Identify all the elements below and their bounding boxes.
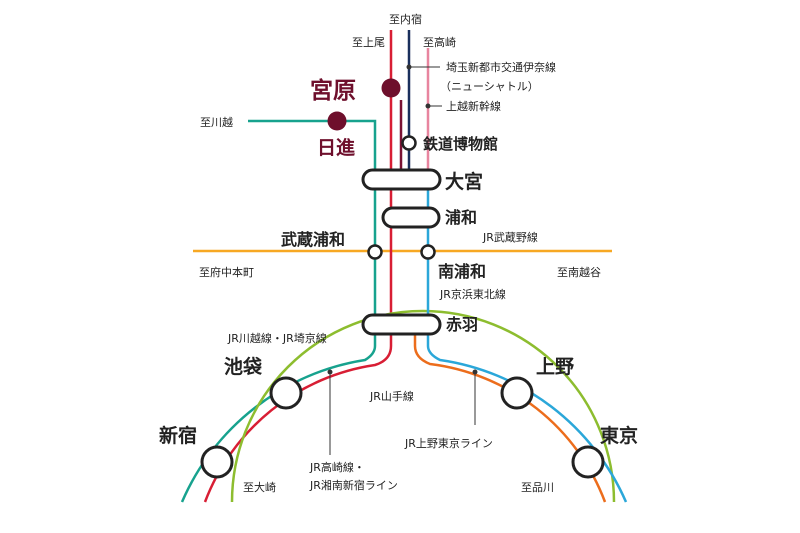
miyahara-station-marker <box>381 78 401 98</box>
ueno-station-marker <box>500 376 534 410</box>
shinkansen-leader-dot <box>425 103 431 109</box>
ueno-tokyo-leader-dot <box>472 369 478 375</box>
akabane-label: 赤羽 <box>446 315 478 334</box>
joetsu-shinkansen-label: 上越新幹線 <box>446 99 501 113</box>
ueno-tokyo-label: JR上野東京ライン <box>404 436 493 450</box>
omiya-label: 大宮 <box>445 170 483 193</box>
ueno-label: 上野 <box>536 356 574 378</box>
newshuttle-leader-dot <box>406 64 412 70</box>
direction-kawagoe: 至川越 <box>200 115 233 129</box>
shinjuku-station-marker <box>200 445 234 479</box>
direction-minami-koshigaya: 至南越谷 <box>557 265 601 279</box>
minami-urawa-label: 南浦和 <box>438 262 486 281</box>
kawagoe-saikyo-label: JR川越線・JR埼京線 <box>227 331 327 345</box>
miyahara-label: 宮原 <box>310 77 356 104</box>
ikebukuro-station-marker <box>269 376 303 410</box>
akabane-station-marker <box>361 313 442 336</box>
newshuttle-label-1: 埼玉新都市交通伊奈線 <box>446 60 556 74</box>
omiya-station-marker <box>361 168 442 191</box>
musashi-urawa-label: 武蔵浦和 <box>281 230 345 249</box>
urawa-label: 浦和 <box>445 208 477 227</box>
direction-shinagawa: 至品川 <box>521 481 554 494</box>
tetsudo-hakubutsukan-station-marker <box>401 135 417 151</box>
direction-uchijuku: 至内宿 <box>389 12 422 26</box>
urawa-station-marker <box>381 206 441 229</box>
shinjuku-label: 新宿 <box>159 424 197 447</box>
musashino-line-label: JR武蔵野線 <box>482 230 538 244</box>
yamanote-label: JR山手線 <box>369 389 414 403</box>
ikebukuro-label: 池袋 <box>224 355 263 378</box>
saikyo-line <box>180 119 377 503</box>
tokyo-station-marker <box>571 445 605 479</box>
ueno-tokyo-line <box>413 325 607 503</box>
takasaki-leader-dot <box>327 369 333 375</box>
tetsudo-hakubutsukan-label: 鉄道博物館 <box>423 135 498 153</box>
direction-ageo: 至上尾 <box>352 36 385 49</box>
takasaki-label-1: JR高崎線・ <box>309 460 365 474</box>
minami-urawa-station-marker <box>420 244 436 260</box>
newshuttle-label-2: （ニューシャトル） <box>440 80 539 93</box>
direction-fuchu-honmachi: 至府中本町 <box>199 265 254 279</box>
nisshin-station-marker <box>327 111 347 131</box>
keihin-tohoku-label: JR京浜東北線 <box>439 287 506 301</box>
musashi-urawa-station-marker <box>367 244 383 260</box>
nisshin-label: 日進 <box>317 137 355 159</box>
direction-takasaki: 至高崎 <box>423 35 456 49</box>
takasaki-label-2: JR湘南新宿ライン <box>309 478 398 492</box>
yamanote-line <box>230 309 616 503</box>
direction-osaki: 至大崎 <box>243 480 276 494</box>
tokyo-label: 東京 <box>600 424 638 447</box>
